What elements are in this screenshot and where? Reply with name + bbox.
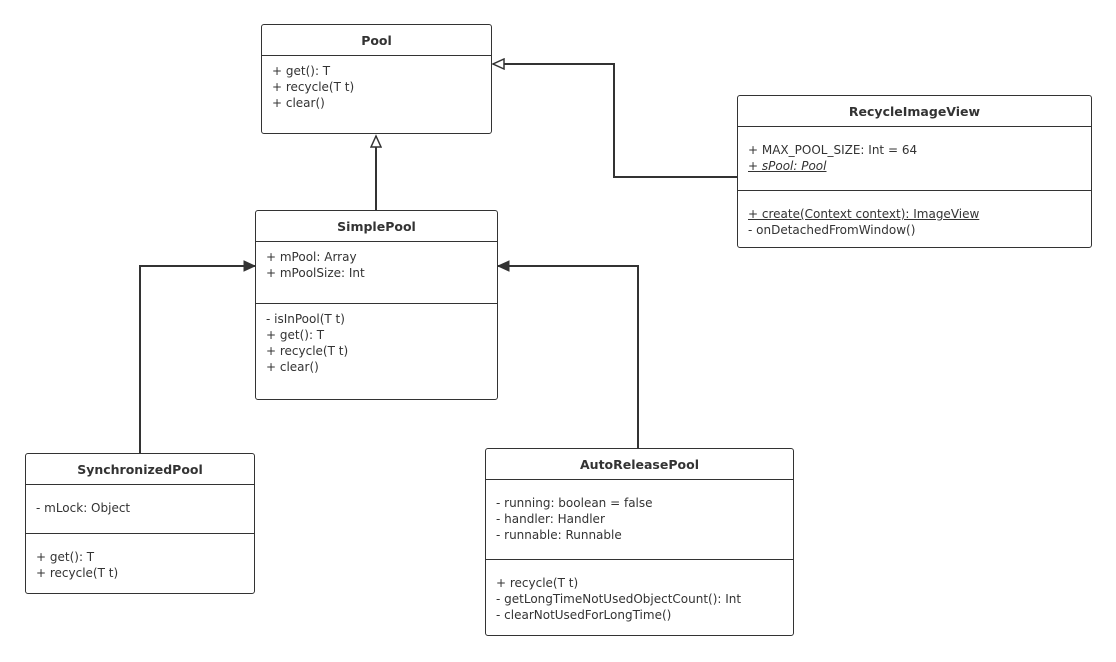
method-list: + get(): T + recycle(T t)	[26, 534, 254, 581]
method: + get(): T	[272, 64, 331, 78]
class-autoreleasepool[interactable]: AutoReleasePool - running: boolean = fal…	[485, 448, 794, 636]
method: + recycle(T t)	[266, 344, 349, 358]
class-synchronizedpool[interactable]: SynchronizedPool - mLock: Object + get()…	[25, 453, 255, 594]
attribute: - handler: Handler	[496, 512, 605, 526]
class-pool[interactable]: Pool + get(): T + recycle(T t) + clear()	[261, 24, 492, 134]
method-list: - isInPool(T t) + get(): T + recycle(T t…	[256, 304, 497, 375]
attribute-list: - mLock: Object	[26, 485, 254, 534]
method: + recycle(T t)	[496, 576, 579, 590]
method: + clear()	[272, 96, 325, 110]
method-list: + create(Context context): ImageView - o…	[738, 191, 1091, 238]
method: - onDetachedFromWindow()	[748, 223, 916, 237]
method: + get(): T	[36, 550, 95, 564]
attribute: - running: boolean = false	[496, 496, 653, 510]
static-method: + create(Context context): ImageView	[748, 207, 980, 221]
method-list: + recycle(T t) - getLongTimeNotUsedObjec…	[486, 560, 793, 623]
attribute: + mPoolSize: Int	[266, 266, 365, 280]
connector-recycleimageview-to-pool	[493, 64, 737, 178]
attribute: + MAX_POOL_SIZE: Int = 64	[748, 143, 918, 157]
attribute-list: + mPool: Array + mPoolSize: Int	[256, 242, 497, 304]
class-name: Pool	[262, 25, 491, 56]
class-recycleimageview[interactable]: RecycleImageView + MAX_POOL_SIZE: Int = …	[737, 95, 1092, 248]
attribute-list: + MAX_POOL_SIZE: Int = 64 + sPool: Pool	[738, 127, 1091, 191]
static-attribute: + sPool: Pool	[748, 159, 827, 173]
method: - clearNotUsedForLongTime()	[496, 608, 672, 622]
connector-synchronizedpool-to-simplepool	[139, 260, 257, 453]
attribute-list: - running: boolean = false - handler: Ha…	[486, 480, 793, 560]
method-list: + get(): T + recycle(T t) + clear()	[262, 56, 491, 111]
attribute: - mLock: Object	[36, 501, 131, 515]
method: - getLongTimeNotUsedObjectCount(): Int	[496, 592, 742, 606]
method: + recycle(T t)	[272, 80, 355, 94]
class-name: SynchronizedPool	[26, 454, 254, 485]
method: + clear()	[266, 360, 319, 374]
attribute: - runnable: Runnable	[496, 528, 622, 542]
method: + get(): T	[266, 328, 325, 342]
class-name: AutoReleasePool	[486, 449, 793, 480]
class-name: RecycleImageView	[738, 96, 1091, 127]
class-simplepool[interactable]: SimplePool + mPool: Array + mPoolSize: I…	[255, 210, 498, 400]
method: - isInPool(T t)	[266, 312, 345, 326]
class-name: SimplePool	[256, 211, 497, 242]
method: + recycle(T t)	[36, 566, 119, 580]
connector-autoreleasepool-to-simplepool	[496, 260, 639, 448]
attribute: + mPool: Array	[266, 250, 357, 264]
